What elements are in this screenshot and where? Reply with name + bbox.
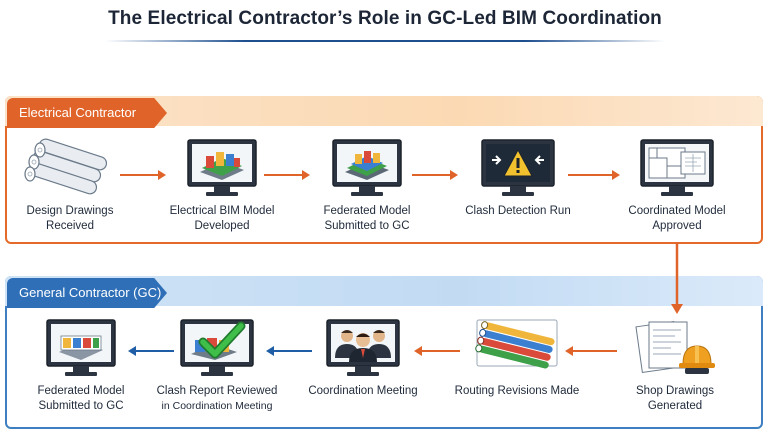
arrow-gc-2 (414, 346, 460, 356)
step-label-line2: Approved (652, 220, 702, 232)
arrow-ec-3 (412, 170, 458, 180)
step-shop-drawings-generated: Shop Drawings Generated (610, 318, 740, 414)
step-electrical-bim-model-developed: Electrical BIM Model Developed (157, 138, 287, 234)
federated-model-monitor-icon (46, 319, 116, 376)
step-label-line2: Generated (647, 400, 703, 412)
step-label-line2: in Coordination Meeting (161, 400, 273, 412)
diagram-title: The Electrical Contractor’s Role in GC-L… (108, 8, 662, 29)
lane-label-electrical: Electrical Contractor (7, 98, 167, 128)
checkmark-monitor-icon (180, 319, 254, 376)
step-federated-model-submitted-gc: Federated Model Submitted to GC (16, 318, 146, 414)
lane-label-gc: General Contractor (GC) (7, 278, 167, 308)
federated-model-monitor-icon (332, 139, 402, 196)
arrow-gc-4 (128, 346, 174, 356)
step-label-line2: Received (46, 220, 94, 232)
step-label-line1: Clash Detection Run (465, 205, 571, 217)
step-clash-detection-run: Clash Detection Run (453, 138, 583, 219)
step-label-line2: Developed (194, 220, 250, 232)
step-coordinated-model-approved: Coordinated Model Approved (612, 138, 742, 234)
step-label-line1: Routing Revisions Made (454, 385, 580, 397)
lane-electrical-contractor: Electrical Contractor (5, 96, 763, 244)
step-label-line1: Clash Report Reviewed (156, 385, 278, 397)
step-label-line2: Submitted to GC (324, 220, 410, 232)
title-underline (105, 40, 665, 42)
step-label-line1: Shop Drawings (636, 385, 714, 397)
arrow-gc-3 (266, 346, 312, 356)
floorplan-monitor-icon (640, 139, 714, 196)
step-label-line1: Federated Model (323, 205, 411, 217)
rolled-drawings-icon (24, 138, 108, 195)
warning-monitor-icon (481, 139, 555, 196)
step-routing-revisions-made: Routing Revisions Made (452, 318, 582, 399)
step-label-line1: Electrical BIM Model (169, 205, 275, 217)
arrow-ec-1 (120, 170, 166, 180)
meeting-people-icon (326, 319, 400, 376)
step-federated-model-submitted-ec: Federated Model Submitted to GC (302, 138, 432, 234)
step-label-line1: Design Drawings (26, 205, 114, 217)
shop-drawings-hardhat-icon (635, 321, 715, 374)
step-label-line1: Federated Model (37, 385, 125, 397)
step-label-line1: Coordinated Model (628, 205, 726, 217)
conduit-pipes-icon (475, 319, 558, 369)
step-label-line1: Coordination Meeting (308, 385, 418, 397)
bim-model-monitor-icon (187, 139, 257, 196)
arrow-gc-1 (565, 346, 617, 356)
step-label-line2: Submitted to GC (38, 400, 124, 412)
arrow-ec-to-gc (671, 242, 683, 314)
step-clash-report-reviewed: Clash Report Reviewed in Coordination Me… (152, 318, 282, 414)
arrow-ec-4 (568, 170, 620, 180)
step-coordination-meeting: Coordination Meeting (298, 318, 428, 399)
step-design-drawings-received: Design Drawings Received (5, 138, 135, 234)
arrow-ec-2 (264, 170, 310, 180)
